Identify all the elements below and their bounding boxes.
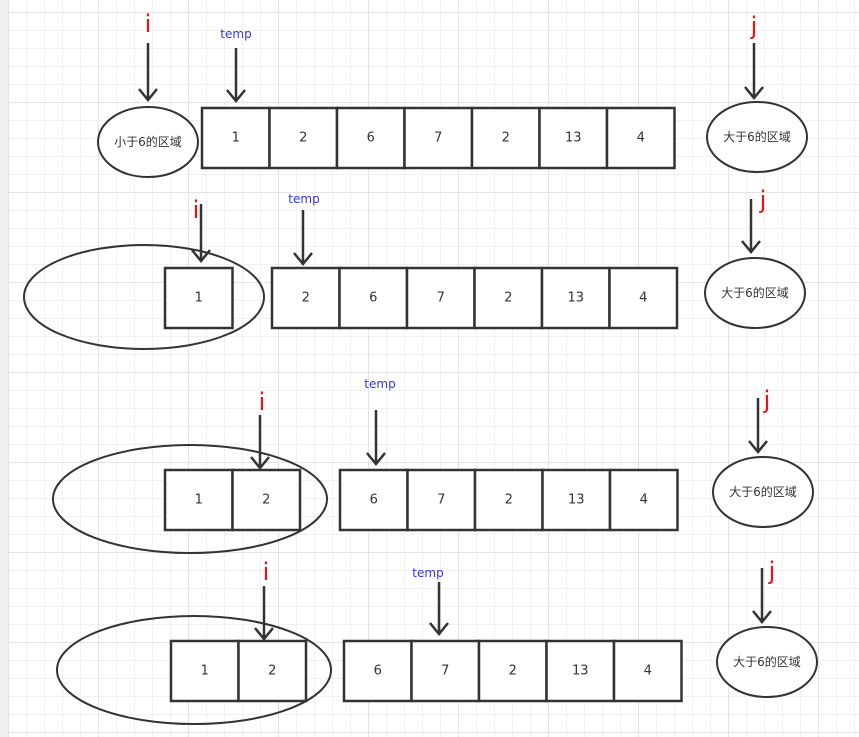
step4-cell-value: 6 — [374, 664, 382, 679]
pointer-i-label: i — [145, 10, 152, 38]
pointer-j-arrow-icon — [744, 43, 764, 100]
step1-cell-value: 4 — [637, 131, 645, 146]
pointer-temp-arrow-icon — [366, 410, 386, 466]
step4-cell — [612, 639, 683, 703]
step3-cell — [541, 468, 612, 532]
pointer-j-label: j — [768, 557, 776, 585]
greater-region-label: 大于6的区域 — [723, 129, 791, 144]
step3-cell-value: 7 — [437, 493, 445, 508]
step3-cell-value: 2 — [505, 493, 513, 508]
step1-cell-value: 2 — [299, 131, 307, 146]
step2-less-cell — [163, 266, 234, 330]
less-region-ellipse — [23, 244, 265, 350]
step1-cell — [538, 106, 609, 170]
step1-cell-value: 2 — [502, 131, 510, 146]
step2-cell — [270, 266, 341, 330]
pointer-j-arrow-icon — [752, 568, 772, 624]
step1-cell-value: 1 — [232, 131, 240, 146]
step4-less-cell — [169, 639, 240, 703]
step3-less-cell-value: 1 — [195, 493, 203, 508]
step4-cell — [477, 639, 548, 703]
step1-cell — [335, 106, 406, 170]
pointer-j-arrow-icon — [748, 398, 768, 454]
step4-cell — [545, 639, 616, 703]
step2-cell-value: 6 — [369, 291, 377, 306]
pointer-temp-label: temp — [364, 377, 395, 391]
pointer-j-label: j — [750, 12, 758, 40]
pointer-i-arrow-icon — [250, 415, 270, 470]
step2-cell-value: 2 — [302, 291, 310, 306]
pointer-temp-label: temp — [412, 566, 443, 580]
step2-cell-value: 2 — [504, 291, 512, 306]
step2-cell — [608, 266, 679, 330]
step1-cell — [200, 106, 271, 170]
pointer-temp-arrow-icon — [226, 48, 246, 103]
pointer-temp-label: temp — [288, 192, 319, 206]
pointer-i-label: i — [263, 558, 270, 586]
pointer-temp-arrow-icon — [429, 582, 449, 636]
pointer-i-label: i — [259, 388, 266, 416]
less-region-ellipse — [56, 615, 332, 725]
step3-cell — [406, 468, 477, 532]
step3-less-cell-value: 2 — [262, 493, 270, 508]
pointer-i-arrow-icon — [254, 586, 274, 641]
step4-less-cell — [237, 639, 308, 703]
step4-cell-value: 2 — [509, 664, 517, 679]
step3-cell-value: 6 — [370, 493, 378, 508]
pointer-j-label: j — [763, 386, 771, 414]
greater-region-ellipse — [704, 257, 806, 329]
step4-less-cell-value: 1 — [201, 664, 209, 679]
step1-cell-value: 7 — [434, 131, 442, 146]
step2-cell — [473, 266, 544, 330]
pointer-temp-label: temp — [220, 27, 251, 41]
step1-cell — [605, 106, 676, 170]
greater-region-ellipse — [716, 626, 818, 698]
step2-cell-value: 7 — [437, 291, 445, 306]
less-region-label: 小于6的区域 — [114, 134, 182, 149]
step3-cell-value: 4 — [640, 493, 648, 508]
step3-cell — [608, 468, 679, 532]
step1-cell — [470, 106, 541, 170]
step2-cell-value: 13 — [567, 291, 584, 306]
step4-cell-value: 4 — [644, 664, 652, 679]
greater-region-ellipse — [706, 101, 808, 173]
step3-cell — [338, 468, 409, 532]
step2-cell-value: 4 — [639, 291, 647, 306]
canvas-gutter — [0, 0, 8, 737]
pointer-i-arrow-icon — [191, 204, 211, 263]
step4-cell-value: 13 — [572, 664, 589, 679]
greater-region-label: 大于6的区域 — [729, 484, 797, 499]
greater-region-label: 大于6的区域 — [721, 285, 789, 300]
step3-cell-value: 13 — [568, 493, 585, 508]
step2-cell — [540, 266, 611, 330]
step2-less-cell-value: 1 — [195, 291, 203, 306]
less-region-ellipse — [97, 106, 199, 178]
pointer-i-label: i — [193, 196, 200, 224]
greater-region-ellipse — [712, 456, 814, 528]
step4-cell — [410, 639, 481, 703]
greater-region-label: 大于6的区域 — [733, 654, 801, 669]
pointer-temp-arrow-icon — [293, 210, 313, 266]
step3-less-cell — [231, 468, 302, 532]
pointer-j-label: j — [759, 186, 767, 214]
pointer-i-arrow-icon — [138, 43, 158, 102]
step1-cell-value: 13 — [565, 131, 582, 146]
step1-cell-value: 6 — [367, 131, 375, 146]
less-region-ellipse — [52, 444, 328, 554]
pointer-j-arrow-icon — [741, 199, 761, 254]
step1-cell — [403, 106, 474, 170]
step3-less-cell — [163, 468, 234, 532]
step4-less-cell-value: 2 — [268, 664, 276, 679]
step4-cell-value: 7 — [441, 664, 449, 679]
